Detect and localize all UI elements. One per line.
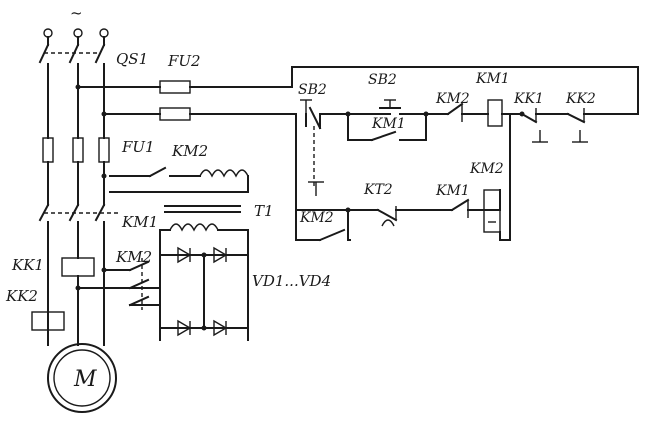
kt2-label: KT2 (363, 182, 393, 198)
motor-label: M (73, 367, 97, 392)
km2-label-low: KM2 (299, 210, 334, 226)
phase-rails (47, 71, 105, 206)
kk1-thermal-element (47, 257, 105, 346)
km2-braking-contacts (75, 258, 150, 310)
kk2-label-right: KK2 (565, 91, 596, 107)
fu1-label: FU1 (121, 138, 155, 156)
km2-label-left: KM2 (115, 248, 152, 266)
control-row-2 (295, 113, 511, 242)
t1-label: T1 (254, 202, 274, 220)
kk1-label-left: KK1 (11, 256, 44, 274)
km2-coil-label: KM2 (469, 161, 504, 177)
km1-hold-label: KM1 (371, 116, 406, 132)
qs1-switch (38, 36, 106, 73)
km1-label-left: KM1 (121, 213, 158, 231)
km2-nc-label: KM2 (435, 91, 470, 107)
sb2-label-mid: SB2 (368, 72, 397, 88)
tilde-label: ~ (70, 4, 83, 22)
km1-nc-label: KM1 (435, 183, 470, 199)
rectifier-bridge (129, 229, 249, 341)
kk2-label-left: KK2 (5, 287, 38, 305)
vd-label: VD1...VD4 (252, 272, 331, 290)
control-supply (75, 66, 639, 121)
fu1-fuses (42, 137, 110, 163)
supply-terminals (43, 28, 109, 38)
fu2-label: FU2 (167, 52, 201, 70)
km2-label-top: KM2 (171, 142, 208, 160)
motor: M (47, 343, 117, 413)
sb2-label-top: SB2 (298, 82, 327, 98)
control-row-1 (295, 99, 639, 241)
km1-coil-label: KM1 (475, 71, 510, 87)
kk2-thermal-element (31, 311, 65, 331)
km1-main-contacts (38, 203, 118, 259)
qs1-label: QS1 (116, 50, 148, 68)
transformer-t1 (101, 166, 249, 232)
kk1-label-right: KK1 (513, 91, 544, 107)
